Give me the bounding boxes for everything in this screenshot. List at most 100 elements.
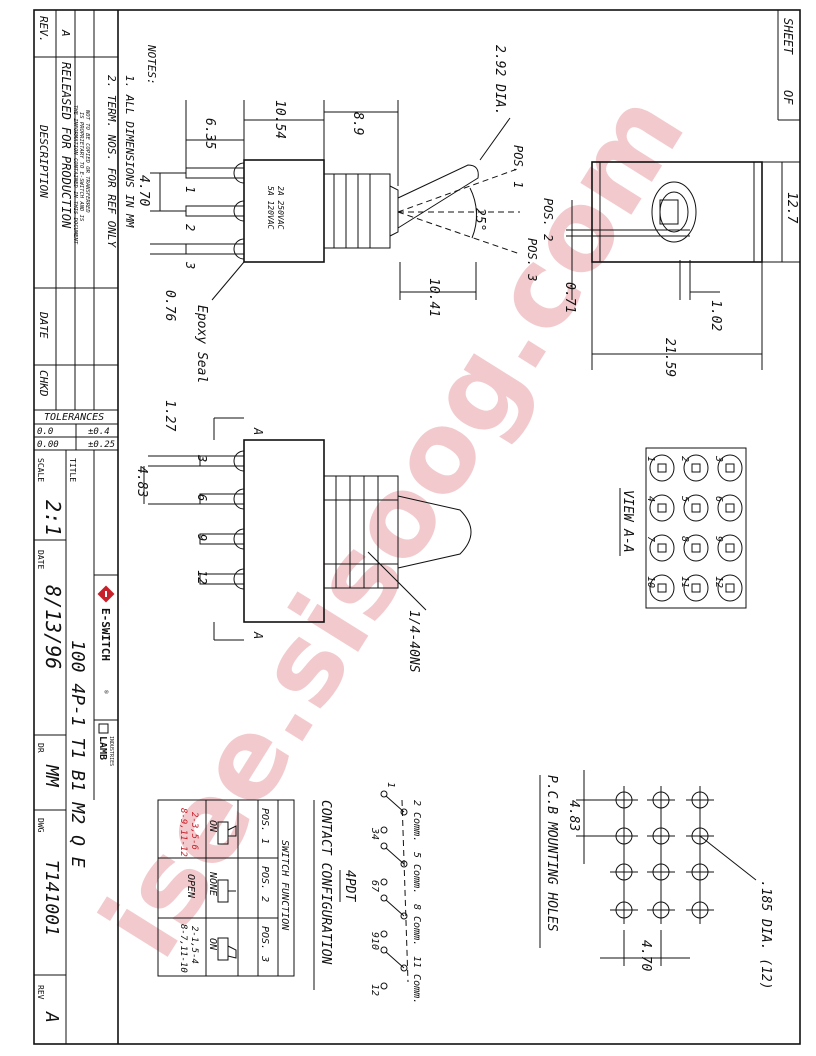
contact-config-label: CONTACT CONFIGURATION: [318, 800, 333, 965]
lamb-box-icon: [98, 723, 109, 734]
dim-8-9: 8.9: [350, 112, 365, 135]
top-view: 12.7 0.71 1.02 21.59: [562, 161, 800, 377]
of-label: OF: [781, 90, 795, 105]
rev-value: A: [59, 29, 72, 37]
aa-terminal: 10: [645, 574, 675, 602]
sf-col-pos3: POS. 3: [259, 926, 270, 962]
pcb-label: P.C.B MOUNTING HOLES: [544, 775, 559, 932]
contact-pole: 8 Comm.79: [369, 886, 422, 946]
e-switch-logo: E-SWITCH ®: [97, 585, 115, 694]
aa-terminal: 6: [713, 494, 743, 522]
aa-terminal: 4: [645, 494, 675, 522]
aa-terminal: 2: [679, 454, 709, 482]
contact-terminal: 9: [369, 932, 380, 938]
aa-terminal-label: 2: [679, 456, 690, 462]
toggle-pos2-icon: [217, 879, 236, 903]
sf-state-pos2: NONE: [207, 871, 218, 896]
contact-type: 4PDT: [342, 870, 357, 902]
tolerance-row-1-val: ±0.4: [88, 427, 110, 437]
toggle-pos1-icon: [217, 821, 237, 845]
contact-pole: 5 Comm.46: [369, 834, 422, 894]
disclaimer-line: IS PROPRIETARY TO E-SWITCH AND IS: [78, 112, 84, 222]
aa-terminal: 11: [679, 574, 709, 602]
notes-header: NOTES:: [145, 44, 158, 85]
tolerances-header: TOLERANCES: [44, 412, 104, 423]
pcb-hole-callout: .185 DIA. (12): [758, 880, 773, 990]
aa-terminal: 3: [713, 454, 743, 482]
dim-1-02: 1.02: [708, 300, 723, 331]
aa-terminal-label: 10: [645, 576, 656, 588]
front-terminal-6: 6: [195, 494, 209, 501]
dim-21-59: 21.59: [662, 338, 677, 377]
tolerance-row-1-key: 0.0: [37, 427, 53, 437]
aa-terminal-label: 7: [645, 536, 656, 542]
e-switch-diamond-icon: [97, 585, 115, 603]
sf-conn-pos3: 2-1,5-4: [189, 926, 199, 964]
angle-25: 25°: [472, 208, 487, 231]
title-strip: [34, 10, 119, 1044]
switch-function-table: SWITCH FUNCTION POS. 1 POS. 2 POS. 3 ON …: [157, 799, 295, 977]
view-aa-label: VIEW A-A: [620, 490, 635, 553]
pcb-dim-4-83: 4.83: [566, 800, 581, 831]
aa-terminal: 1: [645, 454, 675, 482]
note-item: 2. TERM. NOS. FOR REF ONLY: [105, 75, 118, 249]
side-terminal-1: 1: [183, 186, 197, 193]
dr-label: DR: [36, 743, 45, 753]
side-terminal-3: 3: [183, 261, 197, 269]
sheet-border: [33, 9, 801, 1045]
pos-2-label: POS. 2: [541, 198, 555, 241]
dim-10-41: 10.41: [426, 278, 441, 317]
description-header: DESCRIPTION: [37, 124, 50, 198]
pos-1-label: POS. 1: [511, 145, 525, 188]
sf-conn-pos3: 8-7,11-10: [178, 924, 188, 973]
aa-terminal-label: 9: [713, 536, 724, 542]
section-mark-a-top: A: [251, 427, 265, 435]
dwg-label: DWG: [36, 818, 45, 833]
dim-12-7: 12.7: [784, 192, 799, 223]
title-value: 100 4P-1 T1 B1 M2 Q E: [67, 640, 88, 868]
front-view: 3 6 9 12 A A 1.27 4.83 1/4-40NS: [134, 400, 472, 673]
scale-value: 2:1: [41, 500, 65, 536]
dim-4-70: 4.70: [136, 175, 151, 206]
aa-terminal: 8: [679, 534, 709, 562]
sf-col-pos2: POS. 2: [259, 866, 270, 902]
date-header: DATE: [37, 311, 50, 339]
watermark-text: isee.sisoog.com: [76, 71, 709, 978]
aa-terminal: 12: [713, 574, 743, 602]
lamb-sub: INDUSTRIES: [108, 736, 114, 766]
e-switch-reg: ®: [102, 690, 109, 694]
sf-conn-pos1: 2-3,5-6: [189, 812, 199, 850]
thread-callout: 1/4-40NS: [406, 610, 421, 673]
contact-terminal: 6: [369, 880, 380, 886]
contact-pole: 2 Comm.13: [369, 782, 422, 842]
sf-conn-pos1: 8-9,11-12: [178, 808, 188, 857]
rating-line: 5A 120VAC: [266, 186, 275, 230]
pos-3-label: POS. 3: [525, 238, 539, 281]
aa-terminal-label: 6: [713, 496, 724, 502]
dim-0-76: 0.76: [162, 290, 177, 321]
disclaimer-line: NOT TO BE COPIED OR TRANSFERRED: [84, 109, 90, 213]
date-label: DATE: [36, 550, 45, 569]
rev-header: REV.: [37, 16, 50, 43]
aa-terminal: 9: [713, 534, 743, 562]
pcb-dim-4-70: 4.70: [638, 940, 653, 971]
front-terminal-3: 3: [195, 454, 209, 462]
dim-10-54: 10.54: [272, 100, 287, 139]
sheet-label: SHEET: [781, 18, 795, 55]
sf-state-pos3: ON: [207, 938, 218, 951]
sf-state-pos1: ON: [207, 820, 218, 833]
scale-label: SCALE: [36, 458, 45, 482]
notes: NOTES: 1. ALL DIMENSIONS IN MM 2. TERM. …: [105, 44, 158, 249]
aa-terminal-label: 8: [679, 536, 690, 542]
contact-terminal: 10: [369, 938, 380, 950]
title-label: TITLE: [68, 458, 77, 482]
dim-1-27: 1.27: [162, 400, 177, 431]
section-mark-a-bottom: A: [251, 631, 265, 639]
aa-terminal-label: 3: [713, 455, 724, 462]
epoxy-seal-label: Epoxy Seal: [194, 305, 209, 383]
aa-terminal-label: 5: [679, 496, 690, 502]
sf-conn-pos2: OPEN: [185, 874, 196, 899]
front-terminal-9: 9: [195, 534, 209, 541]
